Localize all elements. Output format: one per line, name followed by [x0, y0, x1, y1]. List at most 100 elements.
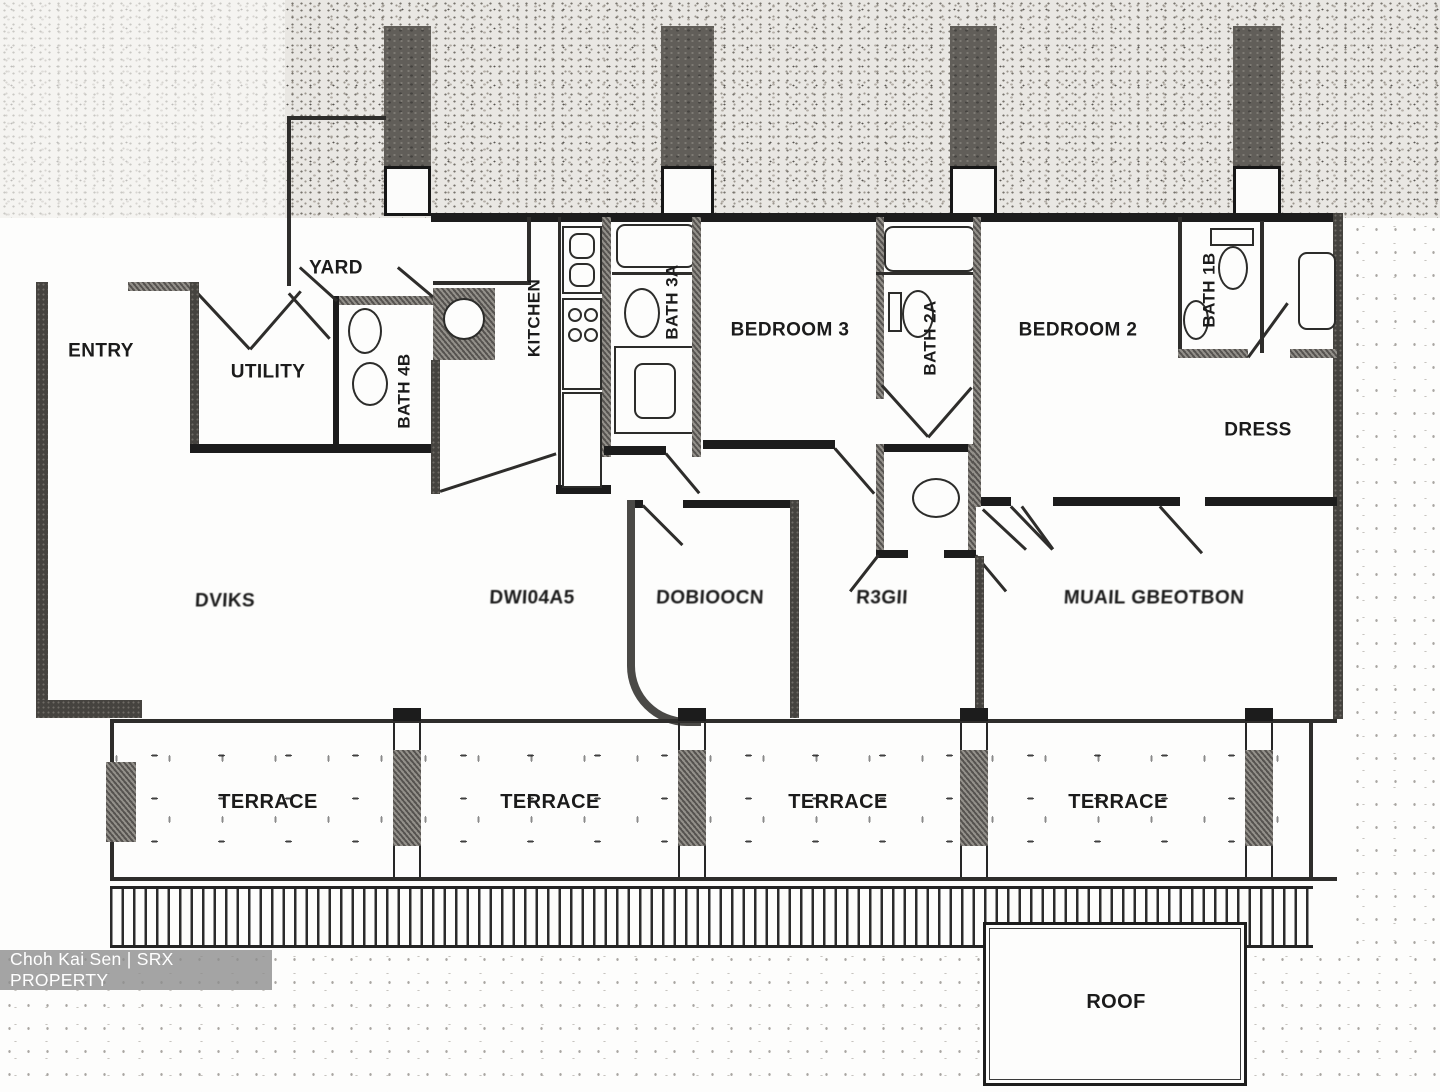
wall [981, 497, 1011, 506]
label-dress: DRESS [1224, 419, 1292, 441]
terrace-pillar-hatch [678, 750, 706, 846]
wall [602, 217, 611, 457]
pier-column [661, 26, 714, 166]
terrace-pillar-hatch [1245, 750, 1273, 846]
roof-inner-outline [989, 928, 1241, 1080]
bathtub [616, 224, 696, 268]
label-kitchen: KITCHEN [524, 278, 544, 358]
vanity [614, 346, 696, 434]
bedroom2-door-leaf [1020, 505, 1055, 550]
bedroom3-door-leaf [834, 447, 876, 495]
label-hall: R3GII [855, 587, 909, 609]
terrace-area [708, 723, 958, 877]
wc-door-leaf [849, 554, 880, 593]
kitchen-sink [562, 226, 602, 294]
pier-base [661, 166, 714, 216]
wall [683, 500, 795, 508]
label-entry: ENTRY [68, 340, 134, 362]
photocopy-noise-top-fade [0, 0, 285, 218]
roof-outline [983, 922, 1247, 1086]
entry-door-leaf [195, 290, 251, 350]
wall [287, 116, 291, 286]
wall [1333, 213, 1343, 719]
sink [1183, 300, 1209, 340]
wall [876, 444, 884, 558]
wall [190, 282, 199, 448]
photocopy-noise-right [1348, 218, 1440, 954]
label-yard: YARD [309, 257, 363, 279]
yard-utility-door-leaf [288, 292, 331, 340]
pier-column [384, 26, 431, 166]
sink [348, 308, 382, 354]
wall [612, 272, 696, 275]
label-bath-3a: BATH 3A [662, 264, 682, 340]
label-dining-area: DWI04A5 [488, 587, 576, 609]
dress-door-leaf [1159, 505, 1204, 554]
bath3a-door-leaf [665, 452, 701, 494]
label-roof: ROOF [1086, 991, 1146, 1013]
pier-base [1233, 166, 1281, 216]
watermark-text: Choh Kai Sen | SRX PROPERTY [10, 949, 174, 990]
wall [944, 550, 976, 558]
wall [1309, 719, 1313, 881]
kitchen-door-leaf [439, 452, 557, 493]
wall [287, 116, 386, 120]
wall [876, 550, 908, 558]
kitchen-sink-bowl [569, 233, 595, 259]
wall [1178, 349, 1248, 358]
label-bedroom-2: BEDROOM 2 [1018, 319, 1138, 341]
wall [110, 719, 1337, 723]
wall [975, 556, 984, 718]
terrace-area [114, 723, 391, 877]
pier-column [1233, 26, 1281, 166]
label-terrace-2: TERRACE [500, 791, 600, 813]
sink [912, 478, 960, 518]
wall [1290, 349, 1337, 358]
kitchen-sink-bowl [569, 263, 595, 287]
wall [876, 272, 976, 275]
wall [36, 282, 48, 712]
label-living-area: DVIKS [194, 590, 256, 612]
label-master-bedroom: MUAIL GBEOTBON [1063, 587, 1245, 609]
label-terrace-3: TERRACE [788, 791, 888, 813]
label-bath-1b: BATH 1B [1199, 252, 1219, 328]
wall [1178, 217, 1182, 357]
terrace-pillar-hatch [393, 750, 421, 846]
sink [634, 363, 676, 419]
terrace-area [423, 723, 676, 877]
label-bath-2a: BATH 2A [920, 300, 940, 376]
label-terrace-1: TERRACE [218, 791, 318, 813]
wall-junction [1245, 708, 1273, 721]
bathtub [1298, 252, 1336, 330]
kitchen-counter [562, 392, 602, 488]
wall [1205, 497, 1337, 506]
wall [333, 296, 339, 448]
toilet [1218, 246, 1248, 290]
wall [973, 217, 981, 507]
bath2a-door-leaf [927, 386, 973, 439]
wall [703, 440, 835, 449]
wall [110, 877, 1337, 881]
terrace-pillar [106, 762, 136, 842]
bathtub [884, 226, 976, 272]
wall-junction [960, 708, 988, 721]
wall [604, 446, 666, 455]
toilet [352, 362, 388, 406]
toilet-tank [888, 292, 902, 332]
wall-junction [393, 708, 421, 721]
wall-junction [678, 708, 706, 721]
wall [876, 444, 976, 452]
wall [876, 217, 884, 399]
wall [431, 213, 1341, 222]
bath1b-door-leaf [1246, 302, 1289, 358]
wall [558, 217, 561, 489]
label-bedroom-3: BEDROOM 3 [730, 319, 850, 341]
pier-column [950, 26, 997, 166]
wall [431, 360, 440, 494]
label-middle-room: DOBIOOCN [655, 587, 765, 609]
wall [36, 700, 142, 718]
wall [556, 485, 611, 494]
terrace-area [990, 723, 1243, 877]
wall [433, 281, 529, 285]
pier-base [950, 166, 997, 216]
